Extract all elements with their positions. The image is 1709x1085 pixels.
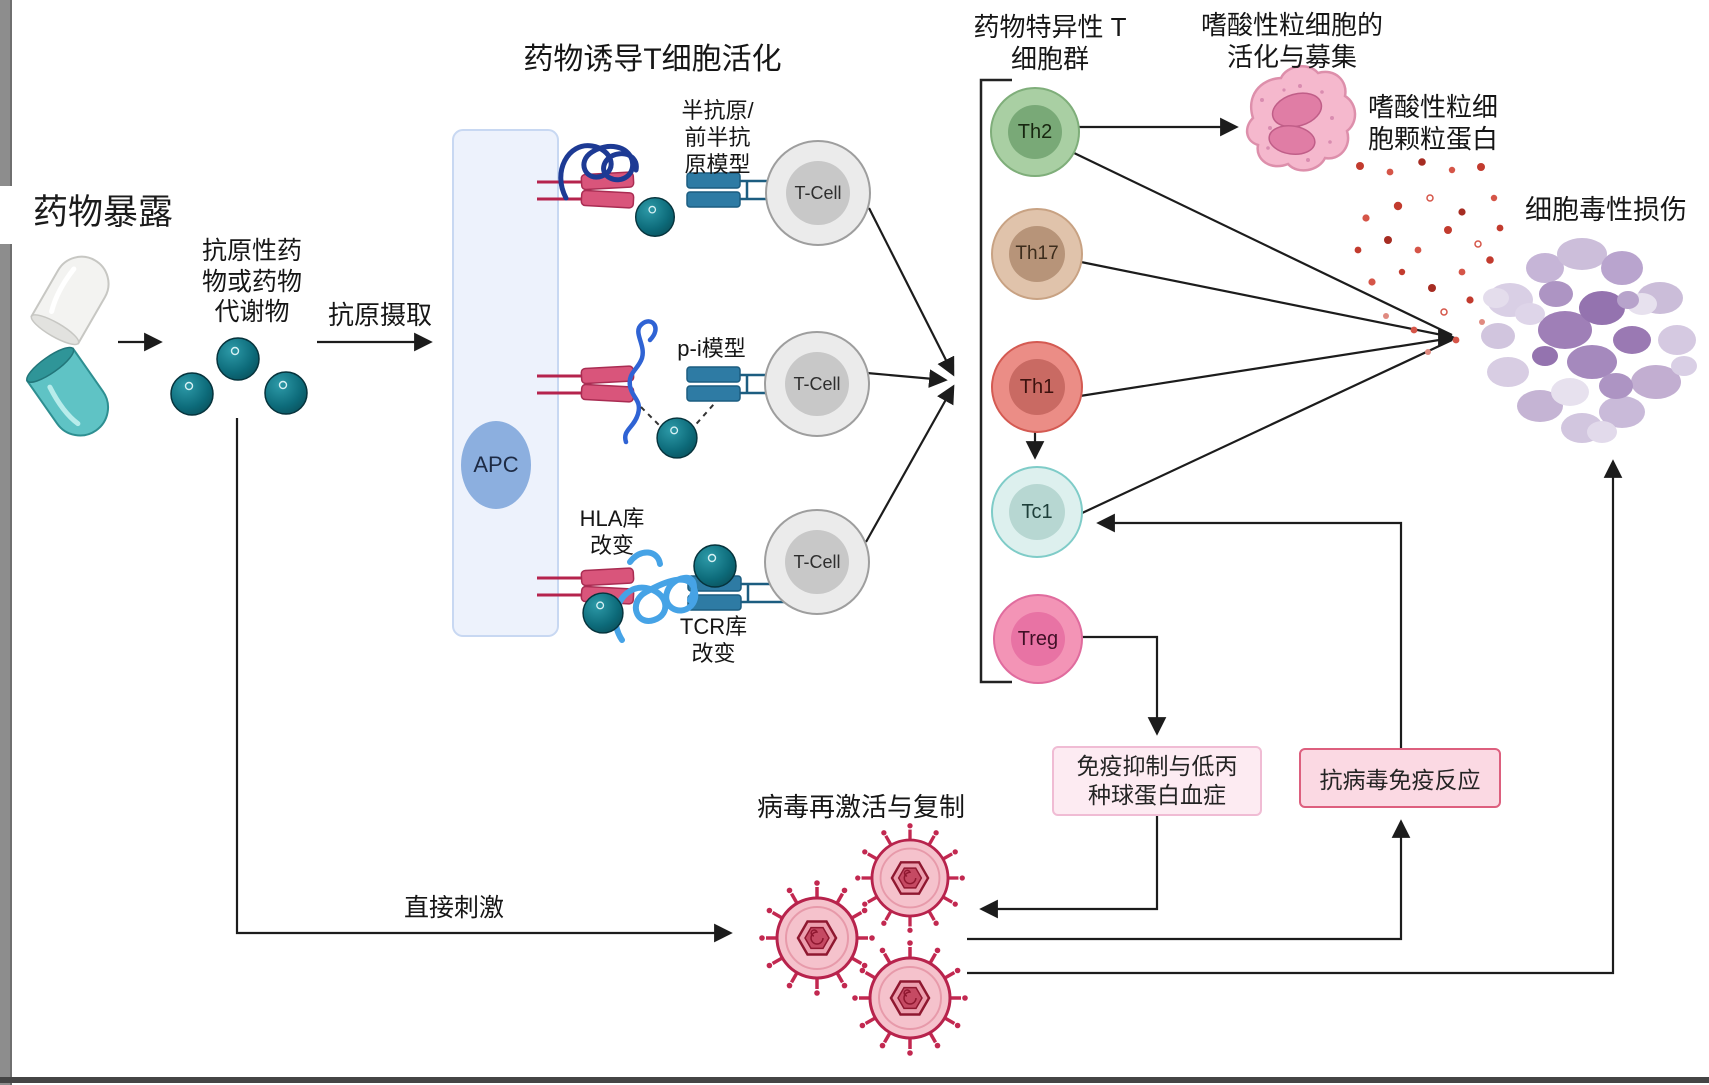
cell-th17-label: Th17 [1015, 243, 1059, 264]
hla-altered-squiggle [612, 549, 699, 643]
flow-arrows [118, 117, 1623, 975]
cell-treg: Treg [993, 594, 1083, 684]
cell-tc1-label: Tc1 [1021, 500, 1053, 523]
apc-label: APC [473, 452, 519, 477]
title-t-cell-activation: 药物诱导T细胞活化 [523, 43, 782, 76]
t-cell-label: T-Cell [793, 551, 841, 572]
label-pi-model: p-i模型 [677, 336, 746, 361]
cell-th2-label: Th2 [1017, 120, 1053, 143]
label-granule-protein: 嗜酸性粒细 胞颗粒蛋白 [1367, 92, 1498, 154]
apc-cell: APC [461, 421, 531, 509]
apc-membrane [452, 129, 559, 637]
granule-protein-dots [1354, 158, 1504, 355]
hapten-squiggle [558, 143, 639, 201]
t-cell-hapten: T-Cell [765, 140, 871, 246]
drug-capsule [25, 255, 110, 437]
t-cell-pi: T-Cell [764, 331, 870, 437]
left-scrollbar-top[interactable] [0, 0, 12, 186]
header-t-cell-populations: 药物特异性 T 细胞群 [973, 12, 1127, 74]
title-drug-exposure: 药物暴露 [32, 193, 173, 232]
header-eosinophil-activation: 嗜酸性粒细胞的 活化与募集 [1200, 10, 1383, 72]
label-hla-repertoire: HLA库 改变 [579, 506, 645, 558]
t-cell-label: T-Cell [793, 373, 841, 394]
pi-peptide-squiggle [622, 319, 715, 445]
t-cell-label: T-Cell [794, 182, 842, 203]
cytotoxic-damage-cluster [1481, 238, 1697, 443]
box-immunosuppression: 免疫抑制与低丙 种球蛋白血症 [1052, 746, 1262, 816]
label-antigen-uptake: 抗原摄取 [327, 300, 432, 330]
label-tcr-repertoire: TCR库 改变 [679, 614, 748, 666]
label-antigenic-drug: 抗原性药 物或药物 代谢物 [201, 237, 302, 326]
label-viral-reactivation: 病毒再激活与复制 [756, 792, 965, 822]
cell-th2: Th2 [990, 87, 1080, 177]
cell-th1-label: Th1 [1019, 375, 1055, 398]
bottom-window-edge [0, 1077, 1709, 1083]
virus-particles [757, 821, 970, 1058]
label-cytotoxic-damage: 细胞毒性损伤 [1525, 195, 1687, 225]
cell-treg-label: Treg [1017, 627, 1059, 650]
cell-tc1: Tc1 [991, 466, 1083, 558]
t-cell-hla: T-Cell [764, 509, 870, 615]
cell-th17: Th17 [991, 208, 1083, 300]
population-bracket [979, 78, 1012, 684]
eosinophil-cell [1245, 65, 1357, 172]
cell-th1: Th1 [991, 341, 1083, 433]
left-scrollbar-bottom[interactable] [0, 244, 12, 1085]
label-hapten-model: 半抗原/ 前半抗 原模型 [681, 98, 754, 177]
box-antiviral-response: 抗病毒免疫反应 [1299, 748, 1501, 808]
label-direct-stimulation: 直接刺激 [403, 894, 504, 922]
